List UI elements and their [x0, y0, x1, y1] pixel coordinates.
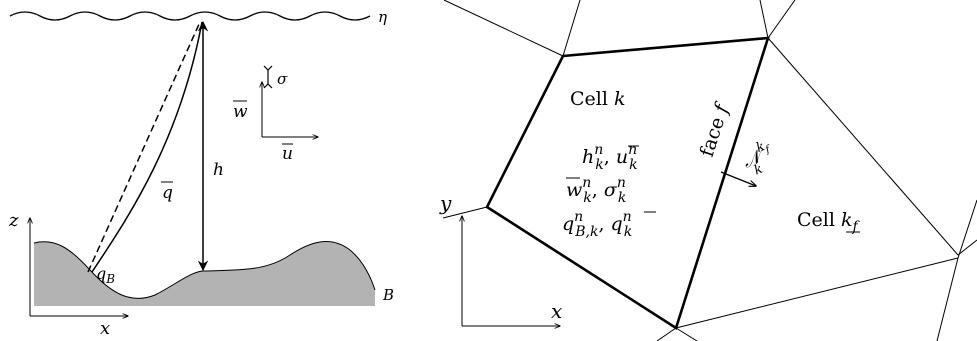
cell-k-label: Cell k: [570, 88, 626, 110]
w-bar-label: w: [233, 102, 248, 122]
cell-kf-label: Cell kf: [797, 209, 861, 235]
q-bar-curve: [91, 21, 203, 273]
normal-arrow: [720, 171, 756, 186]
qB-label: qB: [96, 264, 115, 286]
normal-label: 𝒩kfk: [738, 137, 780, 181]
u-bar-label: u: [282, 144, 293, 164]
y-axis-label: y: [439, 191, 452, 215]
sigma-bracket: [263, 65, 273, 89]
q-bar-label: q: [162, 183, 173, 203]
cell-k-polygon: [485, 36, 770, 331]
bottom-label: B: [382, 286, 394, 304]
surface-label: η: [378, 8, 387, 26]
face-label: face f: [696, 99, 734, 159]
bathymetry-fill: [34, 241, 375, 306]
h-label: h: [213, 160, 224, 180]
left-panel: η B z x q qB h w u σ: [8, 8, 394, 339]
dashed-line: [87, 21, 201, 273]
sigma-label: σ: [277, 70, 288, 88]
x-axis-label-right: x: [551, 299, 562, 323]
x-axis-label-left: x: [100, 318, 110, 339]
free-surface-wave: [9, 11, 371, 21]
z-axis-label: z: [8, 210, 19, 231]
mesh-lines: [442, 0, 977, 341]
